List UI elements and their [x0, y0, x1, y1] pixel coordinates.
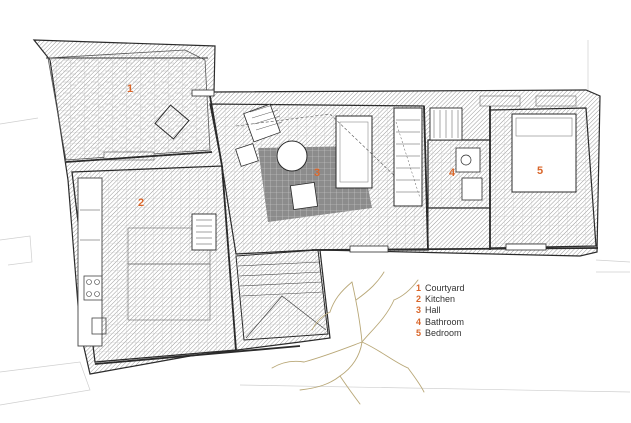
room-number-4: 4 — [449, 167, 456, 179]
legend-label: Courtyard — [425, 283, 465, 293]
legend-label: Bathroom — [425, 316, 465, 327]
room-number-1: 1 — [127, 83, 133, 95]
tree-drawing — [271, 271, 425, 405]
legend-label: Bedroom — [425, 327, 462, 338]
room-number-5: 5 — [537, 165, 543, 177]
courtyard-floor — [47, 49, 211, 161]
legend-number: 5 — [416, 327, 422, 338]
legend-number: 1 — [416, 283, 422, 293]
site-context — [0, 40, 631, 406]
legend-label: Kitchen — [425, 294, 456, 305]
legend-number: 2 — [416, 294, 422, 305]
legend-number: 4 — [416, 316, 422, 327]
legend-label: Hall — [425, 305, 441, 316]
room-number-3: 3 — [314, 167, 320, 179]
legend-number: 3 — [416, 305, 422, 316]
window-openings — [191, 89, 547, 253]
room-number-2: 2 — [138, 197, 144, 209]
